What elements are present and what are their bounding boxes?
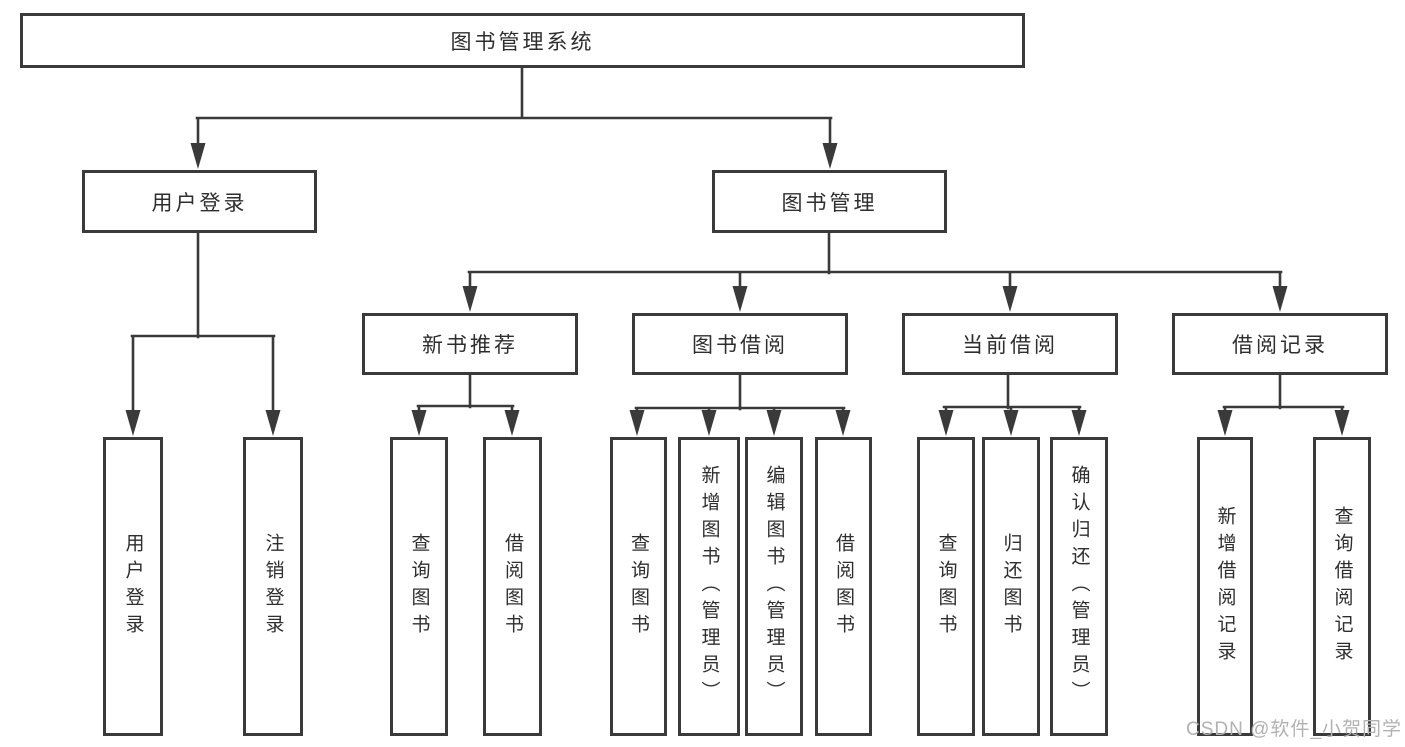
leaf-records-add-record: 新增借阅记录: [1197, 437, 1253, 736]
csdn-watermark: CSDN @软件_小贺同学: [1186, 719, 1402, 740]
leaf-borrow-query-books: 查询图书: [610, 437, 667, 736]
node-user-login: 用户登录: [82, 170, 317, 233]
leaf-borrow-borrow-books: 借阅图书: [815, 437, 872, 736]
node-library-system: 图书管理系统: [20, 13, 1025, 68]
leaf-user-login: 用户登录: [103, 437, 163, 736]
leaf-borrow-add-books-admin: 新增图书（管理员）: [678, 437, 740, 736]
leaf-records-query-record: 查询借阅记录: [1313, 437, 1371, 736]
leaf-recommend-query-books: 查询图书: [390, 437, 448, 736]
node-current-borrow: 当前借阅: [902, 313, 1118, 375]
leaf-current-query-books: 查询图书: [917, 437, 975, 736]
leaf-borrow-edit-books-admin: 编辑图书（管理员）: [745, 437, 803, 736]
leaf-current-confirm-return-admin: 确认归还（管理员）: [1050, 437, 1108, 736]
leaf-logout: 注销登录: [243, 437, 303, 736]
leaf-recommend-borrow-books: 借阅图书: [483, 437, 542, 736]
node-book-borrow: 图书借阅: [632, 313, 848, 375]
node-borrow-records: 借阅记录: [1172, 313, 1388, 375]
leaf-current-return-books: 归还图书: [982, 437, 1040, 736]
node-book-management: 图书管理: [712, 170, 947, 233]
node-new-book-recommend: 新书推荐: [362, 313, 578, 375]
